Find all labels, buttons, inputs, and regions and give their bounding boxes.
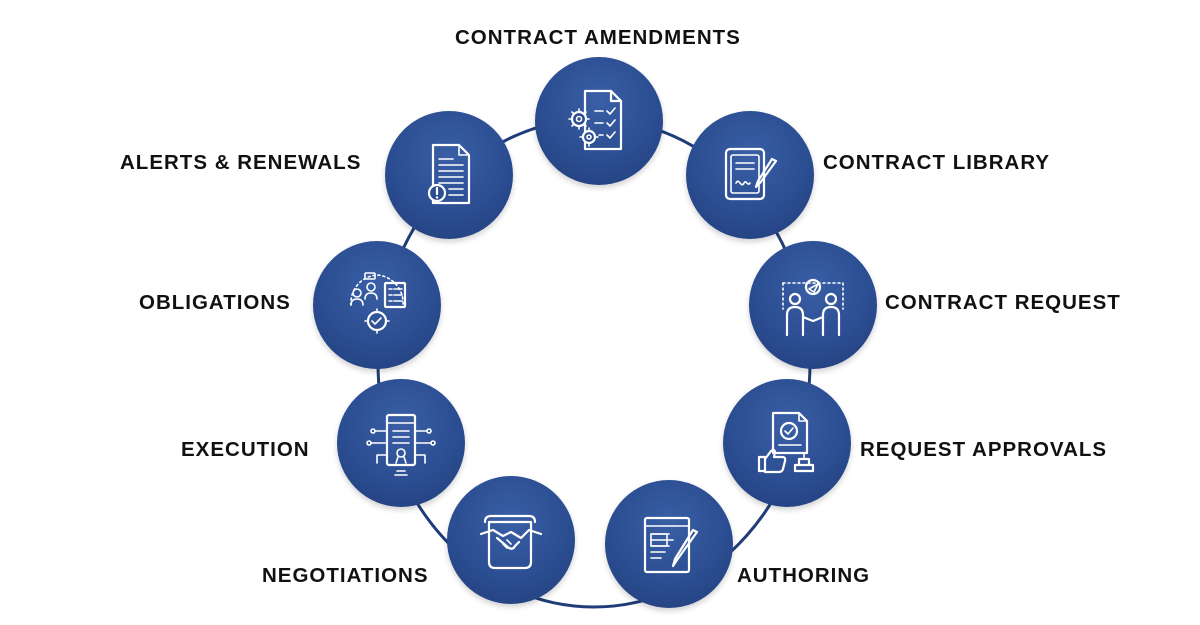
node-negotiations[interactable] xyxy=(447,476,575,604)
node-alerts-renewals[interactable] xyxy=(385,111,513,239)
approval-thumbs-up-stamp-icon xyxy=(757,411,815,474)
label-contract-library: CONTRACT LIBRARY xyxy=(823,151,1051,174)
signed-document-pen-icon xyxy=(724,147,778,201)
node-contract-amendments[interactable] xyxy=(535,57,663,185)
document-gears-checklist-icon xyxy=(568,89,623,151)
handshake-scroll-icon xyxy=(479,514,543,570)
label-contract-amendments: CONTRACT AMENDMENTS xyxy=(455,26,741,49)
label-negotiations: NEGOTIATIONS xyxy=(262,564,429,587)
handshake-people-icon xyxy=(782,278,844,337)
label-request-approvals: REQUEST APPROVALS xyxy=(860,438,1108,461)
node-contract-request[interactable] xyxy=(749,241,877,369)
label-contract-request: CONTRACT REQUEST xyxy=(885,291,1121,314)
label-obligations: OBLIGATIONS xyxy=(139,291,291,314)
node-request-approvals[interactable] xyxy=(723,379,851,507)
team-checklist-gear-icon xyxy=(350,272,407,334)
node-contract-library[interactable] xyxy=(686,111,814,239)
node-obligations[interactable] xyxy=(313,241,441,369)
label-alerts-renewals: ALERTS & RENEWALS xyxy=(120,151,362,174)
document-pencil-icon xyxy=(643,516,699,574)
certificate-circuit-icon xyxy=(366,413,436,476)
document-alert-icon xyxy=(427,143,471,205)
label-execution: EXECUTION xyxy=(181,438,310,461)
label-authoring: AUTHORING xyxy=(737,564,871,587)
node-authoring[interactable] xyxy=(605,480,733,608)
node-execution[interactable] xyxy=(337,379,465,507)
